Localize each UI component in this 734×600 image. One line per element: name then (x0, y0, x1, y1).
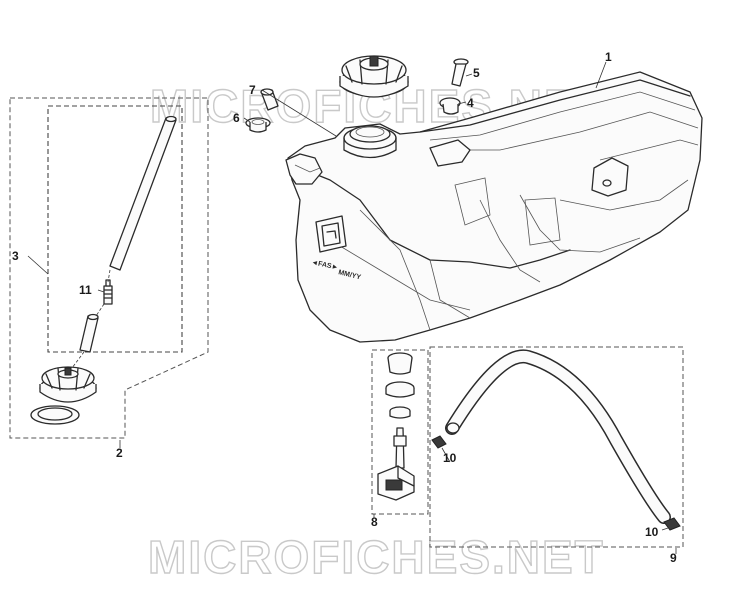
callout-10a: 10 (443, 451, 457, 465)
assembly-9-outline (429, 346, 684, 548)
grommet-4 (439, 97, 461, 115)
hose-clamp-10a (431, 435, 447, 449)
callout-7: 7 (249, 83, 256, 97)
callout-3: 3 (12, 249, 19, 263)
hose-clamp-10b (663, 517, 681, 531)
callout-2: 2 (116, 446, 123, 460)
vent-tube-short (79, 313, 99, 353)
callout-5: 5 (473, 66, 480, 80)
fuel-cap-top (339, 55, 409, 98)
callout-6: 6 (233, 111, 240, 125)
assembly-3-outline (47, 105, 183, 353)
bushing-6 (245, 117, 271, 133)
callout-1: 1 (605, 50, 612, 64)
bolt-7 (260, 88, 279, 111)
assembly-2-outline (9, 97, 209, 439)
callout-4: 4 (467, 96, 474, 110)
watermark-bottom: MICROFICHES.NET (148, 531, 605, 583)
callout-10b: 10 (645, 525, 659, 539)
bolt-5 (451, 58, 469, 87)
fuel-tank: ◄FAS► MM/YY (285, 71, 703, 343)
filler-gasket (30, 405, 80, 425)
callout-8: 8 (371, 515, 378, 529)
assembly-8-outline (371, 349, 429, 515)
callout-11: 11 (79, 283, 92, 297)
vent-tube-long (109, 115, 177, 271)
fuel-hose (445, 349, 671, 524)
callout-9: 9 (670, 551, 677, 565)
fuel-cap-assembly (39, 366, 97, 403)
fuel-pump-parts (377, 352, 415, 501)
check-valve-11 (103, 279, 113, 305)
